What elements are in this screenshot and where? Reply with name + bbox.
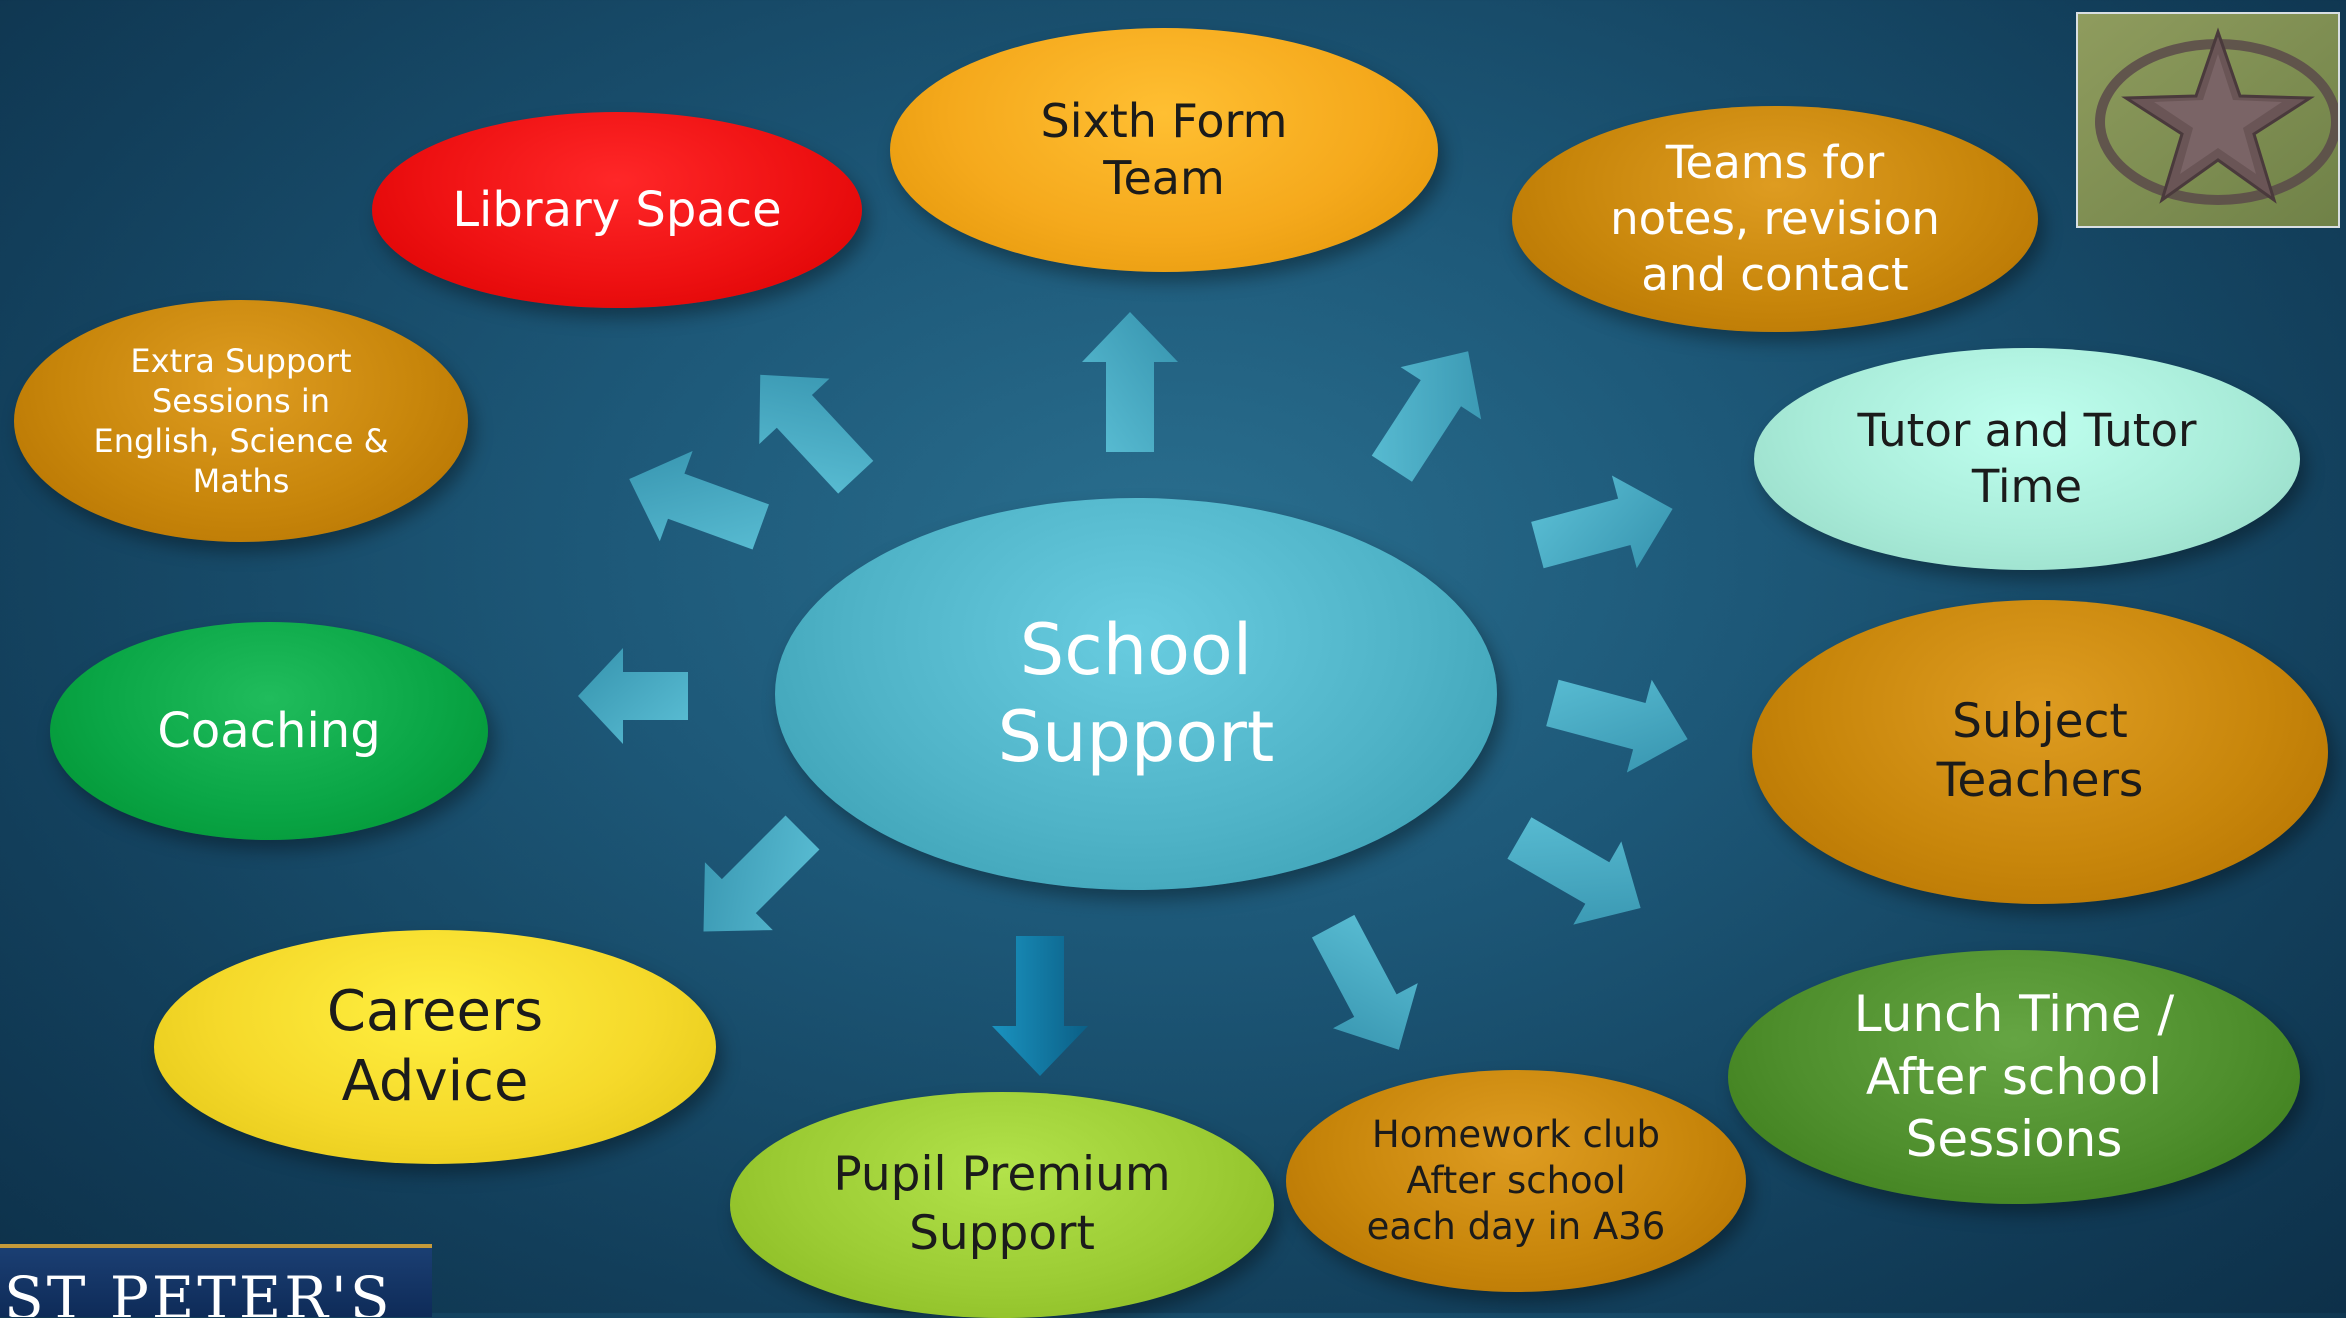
- node-label: Library Space: [452, 182, 782, 238]
- arrow-to-sixth-form: [1082, 312, 1178, 452]
- arrow-to-homework-club: [1311, 914, 1418, 1050]
- node-pupil-premium: Pupil Premium Support: [730, 1092, 1274, 1318]
- node-lunch-time: Lunch Time / After school Sessions: [1728, 950, 2300, 1204]
- arrow-to-tutor: [1531, 475, 1673, 569]
- arrow-to-library: [759, 374, 874, 494]
- star-photo-image: [2078, 14, 2338, 226]
- node-label: Subject Teachers: [1936, 694, 2144, 808]
- node-label: Pupil Premium Support: [833, 1147, 1171, 1261]
- center-node-school-support: School Support: [775, 498, 1497, 890]
- logo-text: ST PETER'S: [4, 1264, 393, 1317]
- center-label: School Support: [997, 608, 1275, 779]
- arrow-to-subject-teachers: [1546, 679, 1688, 773]
- node-label: Careers Advice: [326, 979, 544, 1114]
- arrow-to-pupil-premium: [992, 936, 1088, 1076]
- node-label: Lunch Time / After school Sessions: [1853, 985, 2175, 1169]
- node-label: Sixth Form Team: [1040, 93, 1288, 206]
- node-subject-teachers: Subject Teachers: [1752, 600, 2328, 904]
- arrow-to-lunch-time: [1507, 817, 1641, 925]
- node-label: Tutor and Tutor Time: [1857, 403, 2197, 513]
- node-tutor-time: Tutor and Tutor Time: [1754, 348, 2300, 570]
- school-logo: ST PETER'S: [0, 1244, 432, 1317]
- node-label: Homework club After school each day in A…: [1366, 1112, 1666, 1249]
- node-careers-advice: Careers Advice: [154, 930, 716, 1164]
- node-coaching: Coaching: [50, 622, 488, 840]
- node-teams-notes: Teams for notes, revision and contact: [1512, 106, 2038, 332]
- node-homework-club: Homework club After school each day in A…: [1286, 1070, 1746, 1292]
- node-label: Extra Support Sessions in English, Scien…: [93, 342, 389, 500]
- arrow-to-teams: [1371, 351, 1482, 482]
- star-formation-photo: [2076, 12, 2340, 228]
- arrow-to-extra-support: [629, 451, 769, 550]
- node-label: Coaching: [157, 703, 381, 759]
- node-extra-support: Extra Support Sessions in English, Scien…: [14, 300, 468, 542]
- arrow-to-careers: [703, 815, 820, 932]
- node-library-space: Library Space: [372, 112, 862, 308]
- node-label: Teams for notes, revision and contact: [1610, 135, 1940, 302]
- arrow-to-coaching: [578, 648, 688, 744]
- node-sixth-form-team: Sixth Form Team: [890, 28, 1438, 272]
